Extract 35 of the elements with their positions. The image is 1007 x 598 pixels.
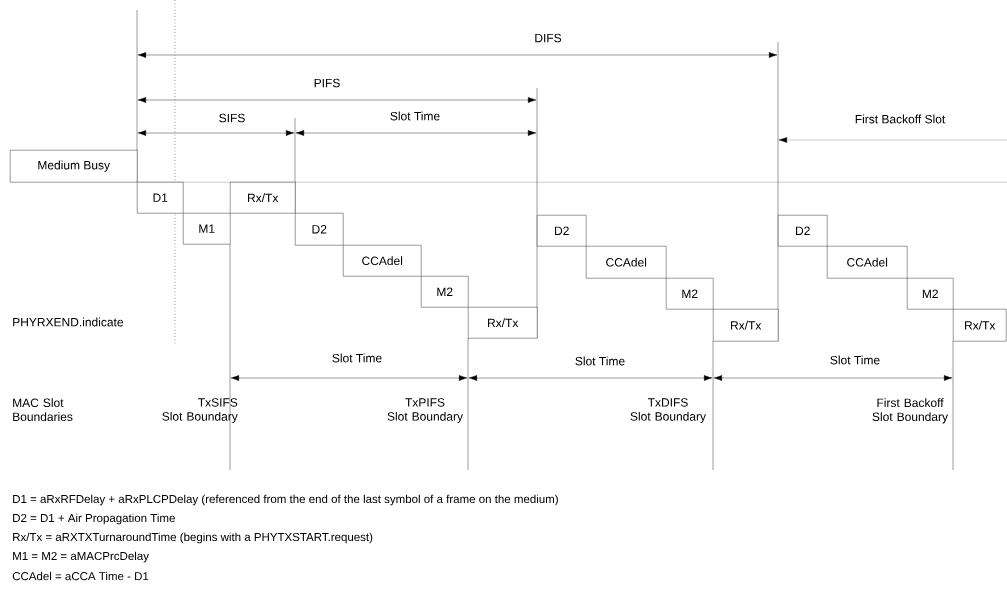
timing-box: Rx/Tx [230,182,296,214]
timing-box: D1 [137,182,184,214]
boundary-label: TxPIFS Slot Boundary [387,398,463,424]
timing-box: M2 [907,278,954,310]
timing-box: CCAdel [343,245,422,277]
timing-box: D2 [537,215,587,247]
boundary-label: TxDIFS Slot Boundary [630,398,706,424]
note-text: D1 = aRxRFDelay + aRxPLCPDelay (referenced from the end of the last symbol of a frame on the medium) [13,494,558,506]
timing-box: M2 [666,278,714,310]
dimension-label: DIFS [533,32,563,44]
dimension-label: Slot Time [828,354,882,366]
timing-box: Rx/Tx [713,309,779,342]
row-label: MAC Slot Boundaries [13,398,73,421]
timing-box: M1 [183,213,231,245]
dimension-label: Slot Time [330,352,384,364]
timing-box: Rx/Tx [953,309,1007,342]
note-text: D2 = D1 + Air Propagation Time [13,513,175,525]
status-box: Medium Busy [10,150,138,183]
boundary-label: TxSIFS Slot Boundary [162,398,238,424]
timing-box: D2 [778,215,828,247]
note-text: M1 = M2 = aMACPrcDelay [13,551,149,563]
dimension-label: Slot Time [388,110,442,122]
dimension-label: PIFS [312,77,342,89]
timing-box: CCAdel [586,246,667,279]
dimension-label: SIFS [217,112,247,124]
dimension-label: Slot Time [573,355,627,367]
dimension-label: First Backoff Slot [853,113,947,125]
timing-box: M2 [421,276,469,308]
note-text: CCAdel = aCCA Time - D1 [12,571,149,581]
timing-box: Rx/Tx [468,307,538,339]
boundary-label: First Backoff Slot Boundary [872,398,948,424]
timing-box: D2 [295,213,344,246]
note-text: Rx/Tx = aRXTXTurnaroundTime (begins with a PHYTXSTART.request) [13,532,373,544]
signal-label: PHYRXEND.indicate [13,317,123,327]
timing-box: CCAdel [827,246,908,279]
